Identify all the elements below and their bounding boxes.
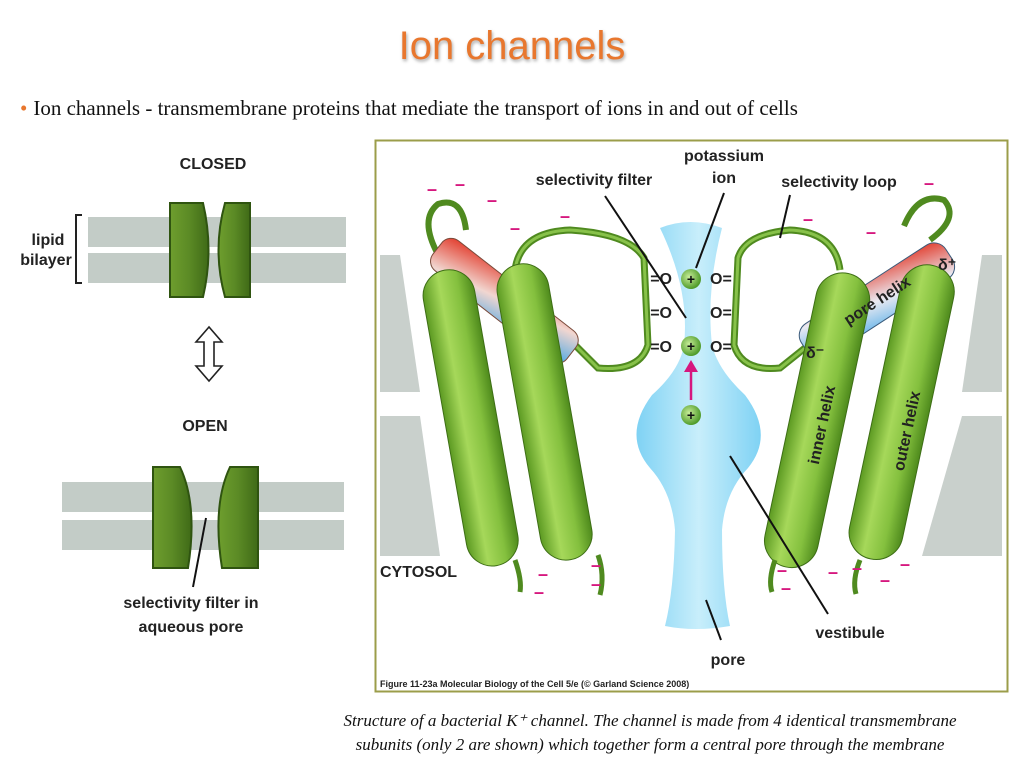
bullet-point: •Ion channels - transmembrane proteins t…: [20, 96, 798, 121]
delta-plus-label: δ⁺: [938, 257, 956, 274]
slide-title: Ion channels: [398, 24, 626, 68]
caption-line-1: Structure of a bacterial K⁺ channel. The…: [343, 711, 957, 730]
open-subunit-left: [152, 466, 193, 569]
charge-mark: –: [866, 222, 876, 242]
bilayer-label: bilayer: [20, 252, 72, 269]
selectivity-loop-pointer: [779, 194, 791, 239]
potassium-ion-pointer: [695, 192, 725, 269]
caption-line-2: subunits (only 2 are shown) which togeth…: [355, 735, 945, 754]
potassium-ion-2: [681, 336, 701, 356]
charge-mark: –: [591, 555, 601, 575]
left-tail-1: [512, 559, 523, 593]
charge-mark: –: [777, 560, 787, 580]
right-tail-2: [852, 559, 863, 595]
delta-minus-label: δ⁻: [806, 345, 824, 362]
charge-mark: –: [852, 558, 862, 578]
charge-mark: –: [534, 582, 544, 602]
channel-state-schematic: CLOSED lipid bilayer OPEN selectivity fi…: [20, 156, 346, 636]
open-bilayer-top: [62, 482, 344, 512]
left-top-loop: [425, 199, 469, 260]
left-loop-inner: [513, 228, 650, 371]
potassium-ion-1: [681, 269, 701, 289]
left-tail-2: [595, 554, 605, 596]
bilayer-bracket: [75, 214, 82, 284]
right-top-loop: [901, 195, 953, 243]
membrane-slab-left-upper: [380, 255, 420, 392]
charge-mark: –: [538, 564, 548, 584]
right-tail-1: [768, 559, 778, 593]
right-outer-helix: [848, 264, 955, 560]
ion-sign-3: +: [687, 407, 695, 423]
carbonyl-left-3: =O: [650, 339, 672, 356]
bullet-dot-icon: •: [20, 96, 28, 120]
aqueous-pore: [636, 222, 761, 629]
carbonyl-right-3: O=: [710, 339, 732, 356]
charge-mark: –: [900, 554, 910, 574]
charge-mark: –: [924, 173, 934, 193]
left-outer-helix: [422, 269, 519, 567]
charge-mark: –: [427, 179, 437, 199]
filter-label-2: aqueous pore: [139, 619, 244, 636]
carbonyl-right-2: O=: [710, 305, 732, 322]
potassium-ion-3: [681, 405, 701, 425]
charge-mark: –: [828, 562, 838, 582]
bullet-text: Ion channels - transmembrane proteins th…: [33, 96, 798, 120]
carbonyl-right-1: O=: [710, 271, 732, 288]
ion-sign-1: +: [687, 271, 695, 287]
charge-mark: –: [591, 574, 601, 594]
figure-credit: Figure 11-23a Molecular Biology of the C…: [380, 679, 689, 689]
membrane-slab-right-upper: [962, 255, 1002, 392]
lipid-label: lipid: [32, 232, 65, 249]
selectivity-filter-pointer: [604, 195, 687, 319]
charge-mark: –: [781, 578, 791, 598]
ion-sign-2: +: [687, 338, 695, 354]
charge-mark: –: [560, 206, 570, 226]
selectivity-filter-label: selectivity filter: [536, 172, 653, 189]
potassium-label-2: ion: [712, 170, 736, 187]
closed-bilayer-bottom: [88, 253, 346, 283]
charge-mark: –: [455, 174, 465, 194]
carbonyl-left-2: =O: [650, 305, 672, 322]
membrane-slab-right-lower: [922, 416, 1002, 556]
filter-label-1: selectivity filter in: [123, 595, 258, 612]
charge-mark: –: [510, 218, 520, 238]
charge-mark: –: [880, 570, 890, 590]
charge-mark: –: [487, 190, 497, 210]
closed-subunit-right: [217, 202, 251, 298]
vestibule-label: vestibule: [815, 625, 884, 642]
right-inner-helix: [764, 272, 871, 569]
open-label: OPEN: [182, 418, 227, 435]
charge-mark: –: [803, 209, 813, 229]
selectivity-loop-label: selectivity loop: [781, 174, 897, 191]
state-transition-arrow-icon: [194, 325, 224, 383]
filter-pointer: [192, 517, 207, 588]
figure-caption: Structure of a bacterial K⁺ channel. The…: [280, 709, 1020, 757]
left-inner-helix: [496, 263, 593, 561]
k-channel-figure: =O =O =O O= O= O= + + + potassium ion se…: [374, 139, 1009, 693]
closed-label: CLOSED: [180, 156, 247, 173]
closed-bilayer-top: [88, 217, 346, 247]
vestibule-pointer: [729, 455, 829, 615]
right-loop-inner: [732, 228, 842, 371]
potassium-label-1: potassium: [684, 148, 764, 165]
open-subunit-right: [217, 466, 259, 569]
membrane-slab-left-lower: [380, 416, 440, 556]
pore-pointer: [705, 599, 722, 641]
ion-flow-arrowhead-icon: [684, 360, 698, 372]
cytosol-label: CYTOSOL: [380, 564, 457, 581]
closed-subunit-left: [169, 202, 210, 298]
pore-label: pore: [711, 652, 746, 669]
